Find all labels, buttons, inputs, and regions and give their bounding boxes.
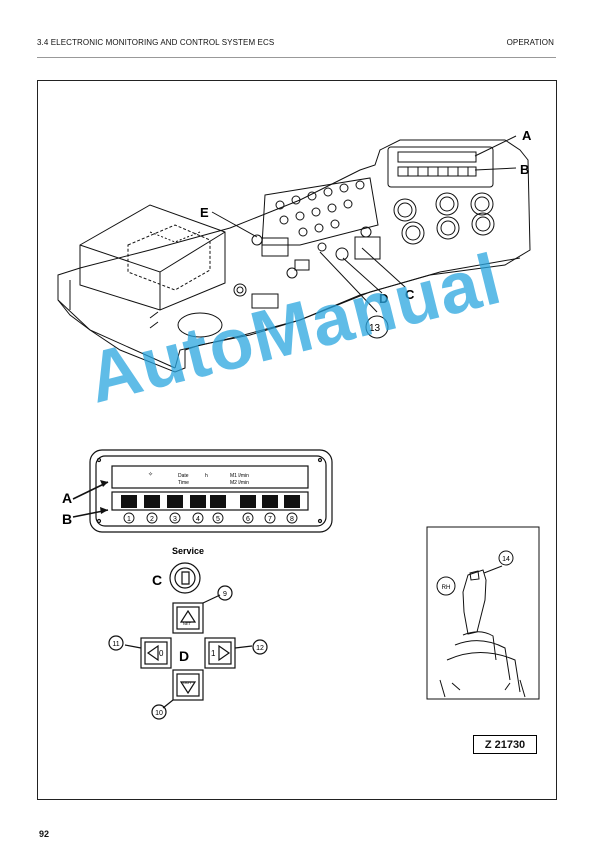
- key-left-text: 0: [159, 649, 164, 658]
- display-unit: h: [205, 473, 208, 479]
- header-rule: [37, 57, 556, 58]
- callout-b: B: [520, 162, 529, 177]
- callout-a: A: [522, 128, 532, 143]
- key-up-text: NET: [183, 621, 192, 626]
- display-m1: M1 l/min: [230, 473, 249, 479]
- button-num-6: 6: [246, 516, 250, 523]
- figure-frame: [37, 80, 557, 800]
- callout-12: 12: [256, 645, 264, 652]
- service-label: Service: [172, 546, 204, 556]
- keypad-d-label: D: [179, 648, 189, 664]
- button-num-1: 1: [127, 516, 131, 523]
- callout-9: 9: [223, 591, 227, 598]
- callout-e: E: [200, 205, 209, 220]
- rh-label: RH: [442, 585, 451, 591]
- button-num-2: 2: [150, 516, 154, 523]
- svg-text:✧: ✧: [148, 471, 153, 478]
- key-right-text: 1: [211, 649, 216, 658]
- callout-c: C: [405, 287, 415, 302]
- page-number: 92: [39, 829, 50, 839]
- callout-d: D: [379, 291, 388, 306]
- display-label-b: B: [62, 511, 72, 527]
- display-time: Time: [178, 480, 189, 486]
- key-down-text: OUT: [183, 680, 192, 685]
- button-num-5: 5: [216, 516, 220, 523]
- button-num-4: 4: [196, 516, 200, 523]
- button-num-7: 7: [268, 516, 272, 523]
- button-num-8: 8: [290, 516, 294, 523]
- callout-13: 13: [369, 323, 381, 334]
- display-label-a: A: [62, 490, 72, 506]
- chapter-title: OPERATION: [506, 38, 554, 47]
- section-title: 3.4 ELECTRONIC MONITORING AND CONTROL SY…: [37, 38, 275, 47]
- figure-code: Z 21730: [473, 735, 537, 754]
- callout-10: 10: [155, 710, 163, 717]
- callout-11: 11: [112, 641, 119, 648]
- display-date: Date: [178, 473, 189, 479]
- callout-14: 14: [502, 556, 510, 563]
- keypad-c-label: C: [152, 572, 162, 588]
- display-m2: M2 l/min: [230, 480, 249, 486]
- button-num-3: 3: [173, 516, 177, 523]
